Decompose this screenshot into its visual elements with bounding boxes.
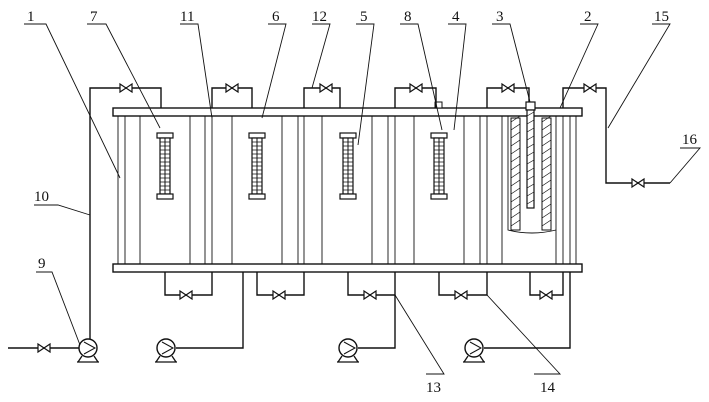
top-fitting <box>434 101 443 109</box>
bottom-pipes <box>8 215 571 349</box>
callout-2: 2 <box>584 9 592 25</box>
top-valves <box>119 83 645 188</box>
callout-12: 12 <box>312 9 327 25</box>
callout-3: 3 <box>496 9 504 25</box>
leader-lines <box>24 23 701 375</box>
pump-3 <box>336 338 360 363</box>
callout-14: 14 <box>540 380 556 396</box>
callout-7: 7 <box>90 9 98 25</box>
callout-9: 9 <box>38 256 46 272</box>
top-pipes <box>89 87 670 215</box>
callout-11: 11 <box>180 9 194 25</box>
callout-5: 5 <box>360 9 368 25</box>
flowmeter-1 <box>156 132 174 200</box>
top-plate <box>112 107 583 117</box>
callout-15: 15 <box>654 9 669 25</box>
callout-13: 13 <box>426 380 441 396</box>
flowmeter-3 <box>339 132 357 200</box>
callout-6: 6 <box>272 9 280 25</box>
pump-4 <box>462 338 486 363</box>
probe <box>525 101 536 209</box>
callout-labels: 1 2 3 4 5 6 7 8 9 10 11 12 13 14 15 16 <box>27 9 698 396</box>
callout-10: 10 <box>34 189 49 205</box>
flowmeter-4 <box>430 132 448 200</box>
pump-9 <box>76 338 100 363</box>
bottom-plate <box>112 263 583 273</box>
callout-1: 1 <box>27 9 35 25</box>
column-lines <box>117 116 577 264</box>
settling-tank <box>507 115 557 234</box>
callout-16: 16 <box>682 132 698 148</box>
pump-2 <box>154 338 178 363</box>
callout-4: 4 <box>452 9 460 25</box>
callout-8: 8 <box>404 9 412 25</box>
flowmeter-2 <box>248 132 266 200</box>
